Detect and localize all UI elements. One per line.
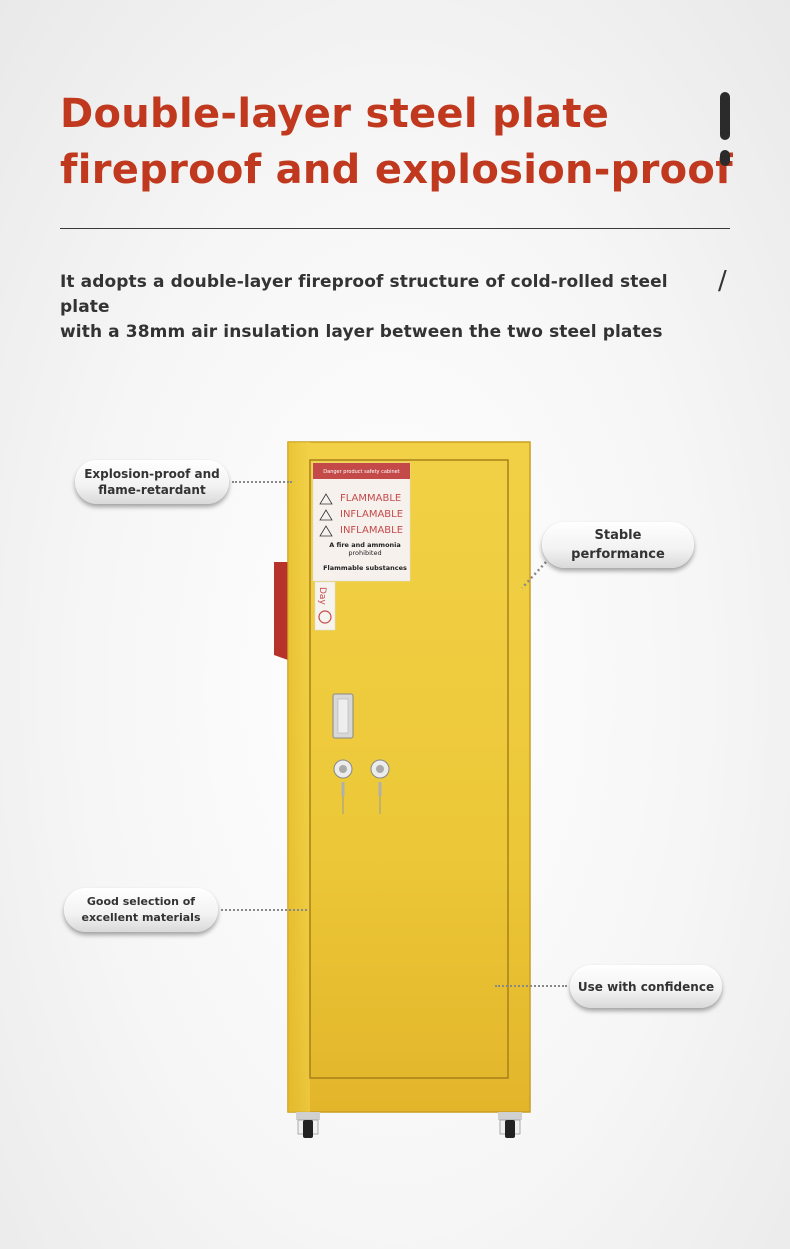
side-tag: Day	[314, 581, 336, 631]
callout-leader	[221, 909, 307, 911]
callout-text: excellent materials	[81, 911, 201, 924]
callout-text: performance	[571, 547, 665, 562]
safety-cabinet-image: Danger product safety cabinet FLAMMABLE …	[274, 441, 531, 1138]
label-warning-1: FLAMMABLE	[340, 493, 401, 504]
accent-bar-icon	[720, 92, 730, 140]
label-note-1: A fire and ammonia	[329, 541, 401, 549]
door-handle	[332, 693, 354, 739]
slash-mark: /	[718, 266, 727, 296]
label-warning-3: INFLAMABLE	[340, 525, 403, 536]
label-warning-2: INFLAMABLE	[340, 509, 403, 520]
hazard-label: Danger product safety cabinet FLAMMABLE …	[312, 462, 411, 582]
lock-icon	[370, 759, 390, 814]
warning-icon	[319, 493, 333, 505]
lock-icon	[333, 759, 353, 814]
callout-explosion-proof: Explosion-proof and flame-retardant	[75, 460, 229, 504]
callout-text: Use with confidence	[577, 979, 715, 994]
caster-wheel-icon	[296, 1112, 320, 1138]
side-tag-text: Day	[317, 587, 327, 605]
callout-use-with-confidence: Use with confidence	[570, 965, 722, 1008]
label-footer: Flammable substances	[323, 564, 407, 572]
callout-good-materials: Good selection of excellent materials	[64, 888, 218, 932]
title-line-1: Double-layer steel plate	[60, 91, 610, 137]
caster-wheel-icon	[498, 1112, 522, 1138]
title-line-2: fireproof and explosion-proof	[60, 147, 733, 193]
warning-icon	[319, 509, 333, 521]
callout-text: flame-retardant	[98, 483, 206, 497]
accent-dot-icon	[720, 150, 730, 166]
callout-leader	[495, 985, 567, 987]
callout-leader	[521, 561, 547, 589]
label-header: Danger product safety cabinet	[323, 469, 399, 475]
label-note-2: prohibited	[348, 549, 381, 557]
cabinet-door	[309, 459, 509, 1079]
subtitle-line-1: It adopts a double-layer fireproof struc…	[60, 272, 668, 317]
warning-icon	[319, 525, 333, 537]
subtitle-line-2: with a 38mm air insulation layer between…	[60, 322, 663, 342]
callout-stable-performance: Stable performance	[542, 522, 694, 568]
divider	[60, 228, 730, 229]
callout-text: Explosion-proof and	[84, 467, 220, 481]
callout-text: Good selection of	[86, 895, 196, 908]
callout-leader	[232, 481, 292, 483]
page-title: Double-layer steel plate fireproof and e…	[60, 86, 733, 198]
subtitle: It adopts a double-layer fireproof struc…	[60, 270, 710, 345]
callout-text: Stable	[594, 528, 642, 543]
